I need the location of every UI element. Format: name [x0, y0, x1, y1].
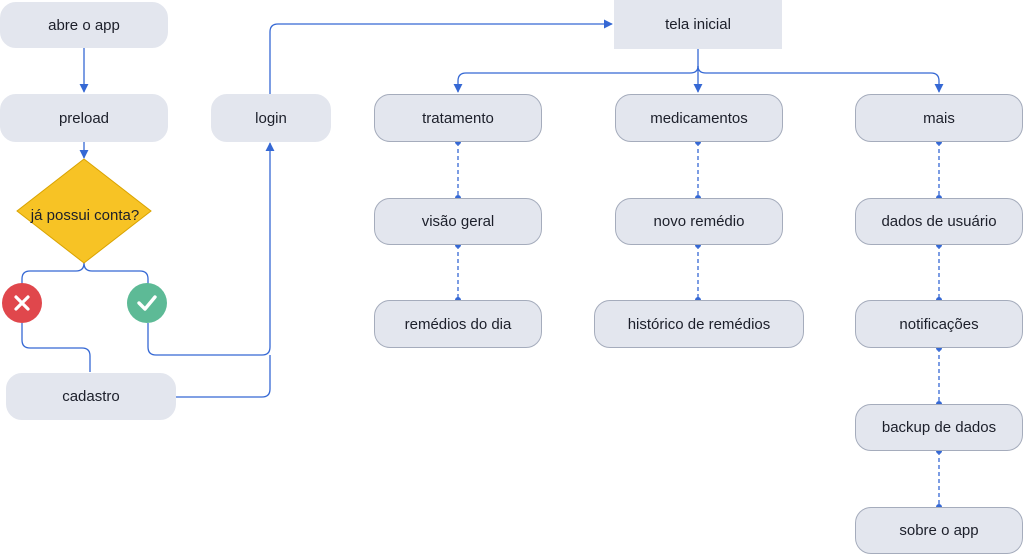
connector-home-mais	[697, 65, 944, 93]
node-backup-de-dados: backup de dados	[855, 404, 1023, 451]
node-remedios-do-dia: remédios do dia	[374, 300, 542, 348]
node-sobre-o-app: sobre o app	[855, 507, 1023, 554]
node-abre-o-app: abre o app	[0, 2, 168, 48]
connector-decision-yes	[83, 262, 149, 284]
node-login: login	[211, 94, 331, 142]
node-preload: preload	[0, 94, 168, 142]
node-novo-remedio: novo remédio	[615, 198, 783, 245]
connector-cadastro-login	[176, 355, 271, 398]
decision-diamond	[16, 158, 152, 264]
check-icon	[127, 283, 167, 323]
node-tratamento: tratamento	[374, 94, 542, 142]
node-tela-inicial: tela inicial	[614, 0, 782, 49]
node-visao-geral: visão geral	[374, 198, 542, 245]
connector-login-home	[269, 19, 613, 94]
close-icon	[2, 283, 42, 323]
node-dados-de-usuario: dados de usuário	[855, 198, 1023, 245]
node-mais: mais	[855, 94, 1023, 142]
node-medicamentos: medicamentos	[615, 94, 783, 142]
connector-home-tratamento	[453, 65, 699, 93]
connector-yes-login	[147, 142, 275, 356]
connector-no-cadastro	[21, 323, 91, 372]
node-historico-de-remedios: histórico de remédios	[594, 300, 804, 348]
connector-decision-no	[21, 262, 85, 284]
node-cadastro: cadastro	[6, 373, 176, 420]
decision-label: já possui conta?	[30, 206, 140, 224]
node-notificacoes: notificações	[855, 300, 1023, 348]
